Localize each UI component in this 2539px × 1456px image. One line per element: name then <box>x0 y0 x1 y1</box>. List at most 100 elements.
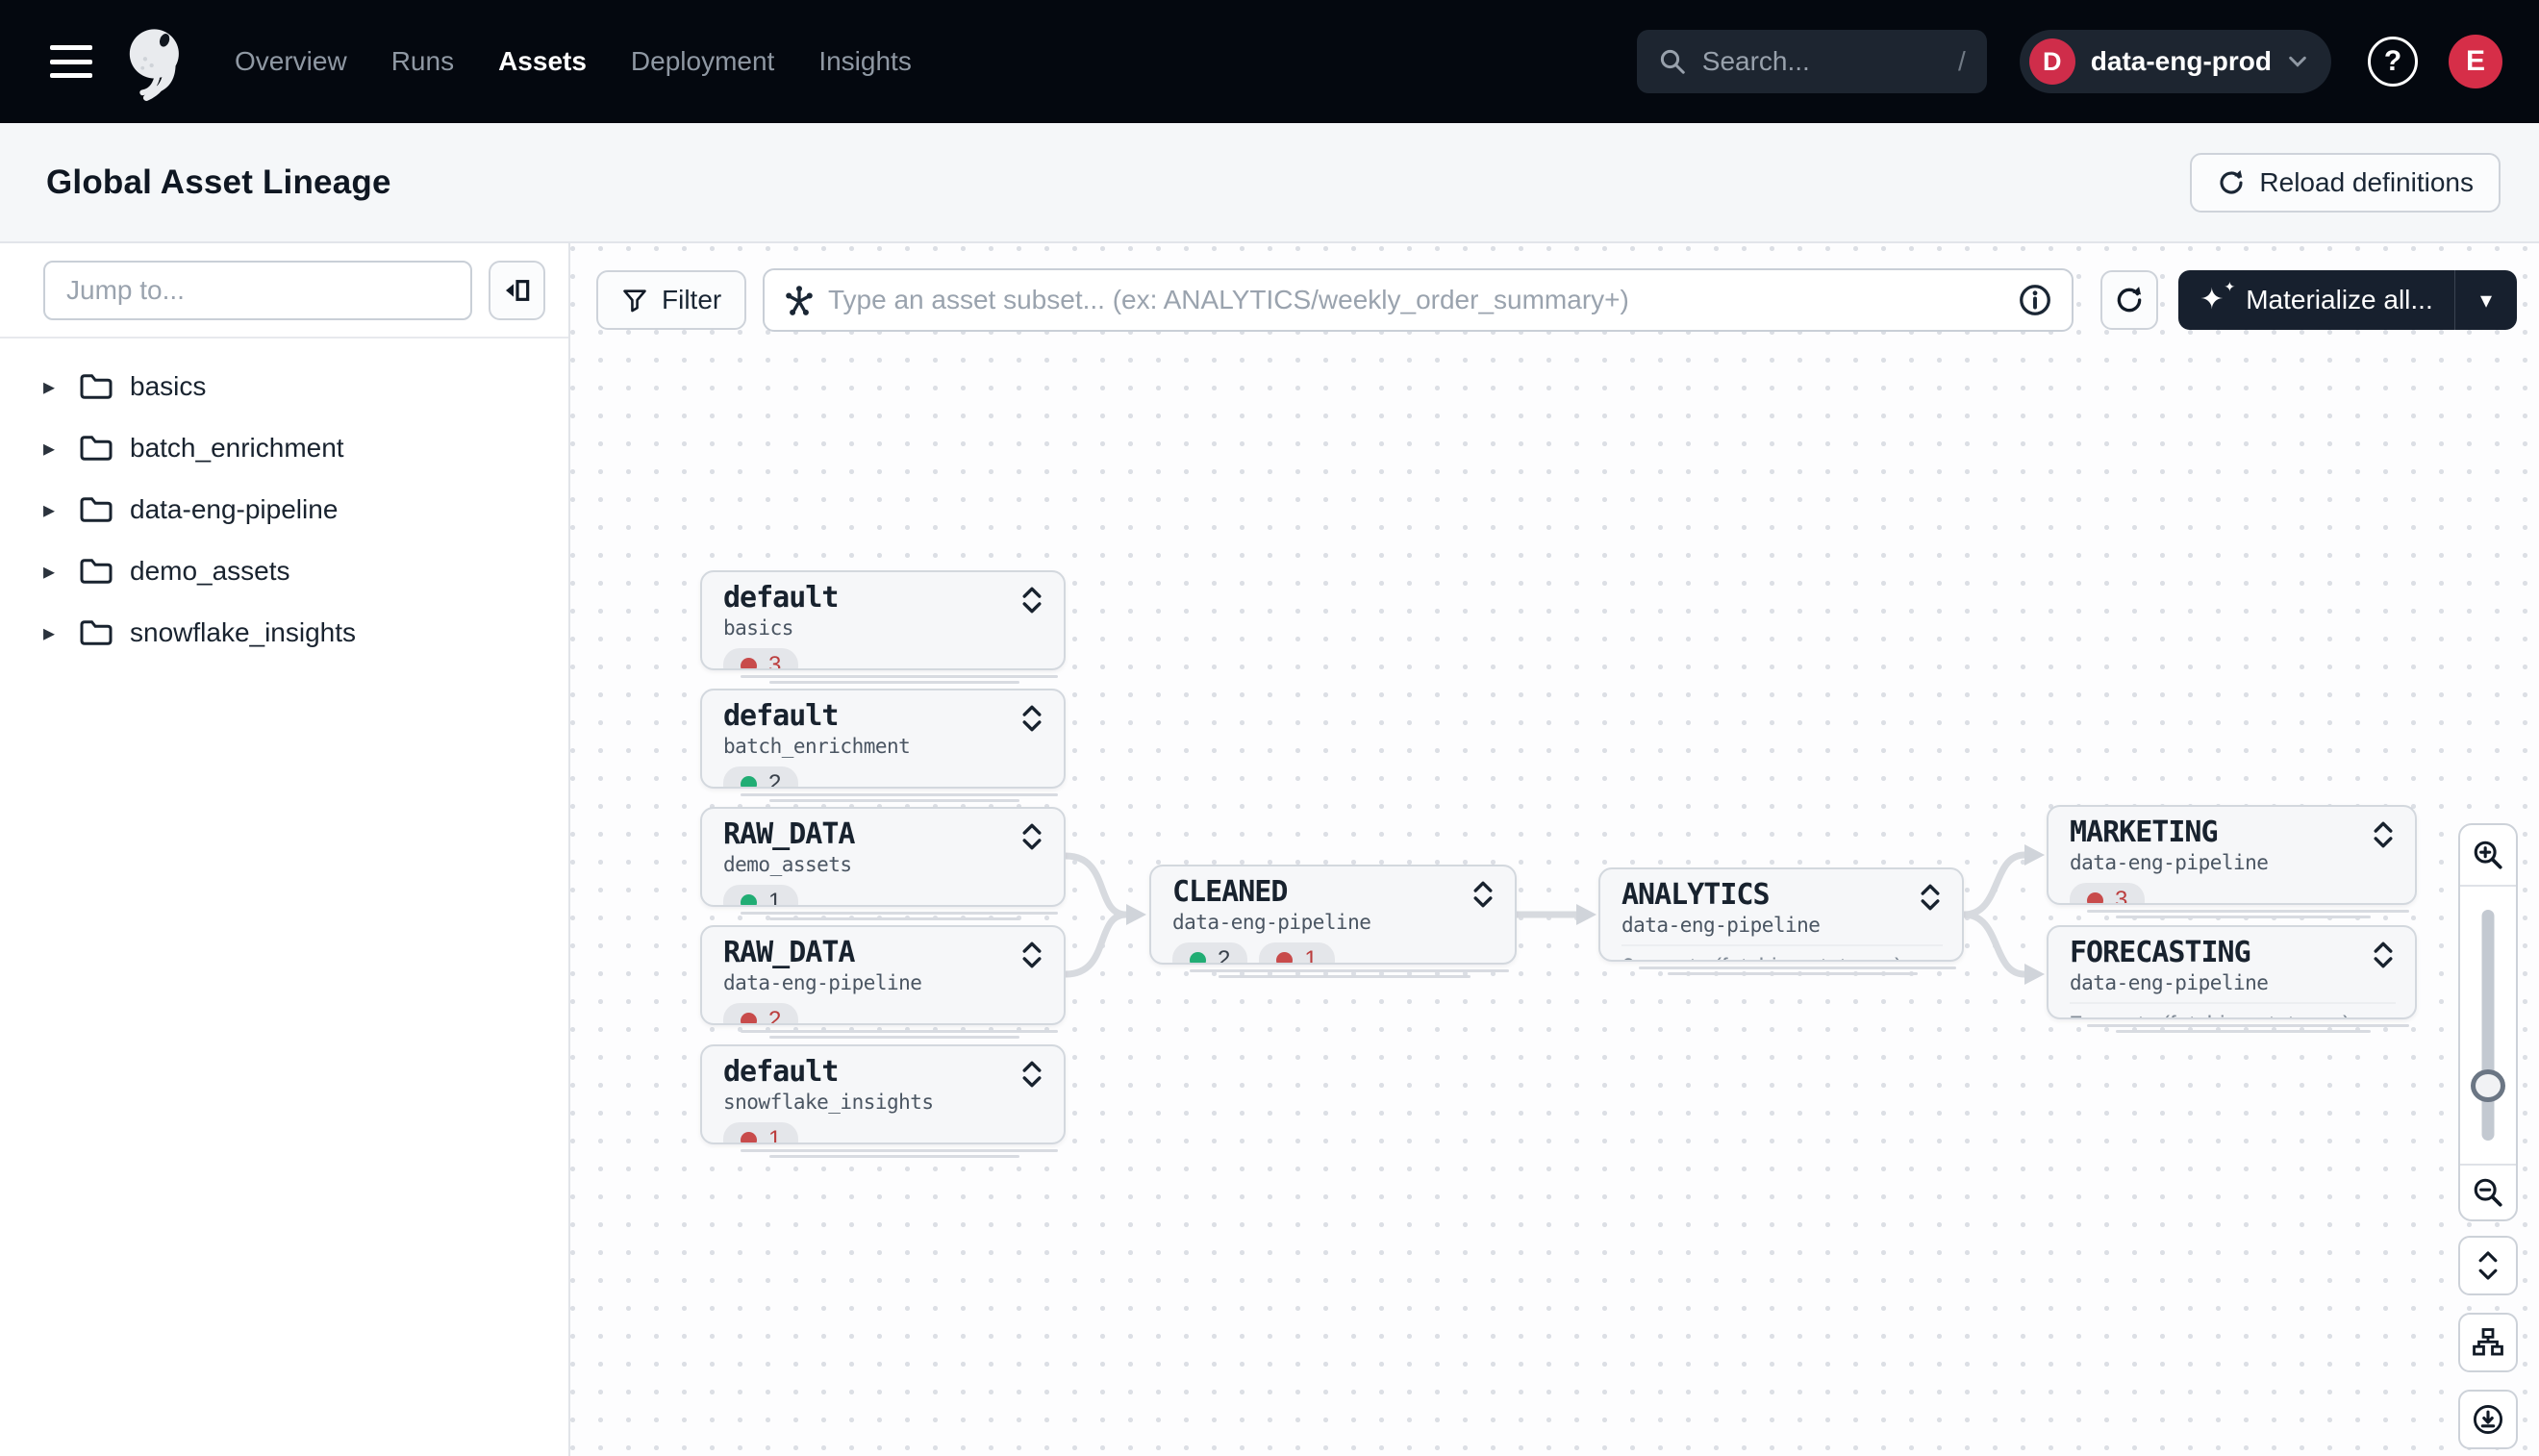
filter-button[interactable]: Filter <box>596 270 747 330</box>
folder-icon <box>80 436 113 461</box>
tree-caret-icon[interactable]: ▸ <box>43 435 56 462</box>
tree-folder-label: snowflake_insights <box>130 617 357 647</box>
expand-group-icon[interactable] <box>1019 702 1044 735</box>
sidebar-item-batch-enrichment[interactable]: ▸ batch_enrichment <box>0 417 568 479</box>
expand-group-icon[interactable] <box>1019 1058 1044 1091</box>
node-stack-line <box>769 1036 1019 1039</box>
refresh-icon <box>2220 169 2243 194</box>
tree-caret-icon[interactable]: ▸ <box>43 373 56 400</box>
error-dot-icon <box>741 1012 757 1023</box>
zoom-out-button[interactable] <box>2460 1164 2516 1219</box>
node-title: MARKETING <box>2070 816 2219 849</box>
workspace-name: data-eng-prod <box>2090 46 2272 76</box>
status-badge: 3 <box>2070 883 2146 903</box>
lineage-edges <box>1062 844 2045 985</box>
node-stack-line <box>1219 975 1471 978</box>
jump-to-input[interactable] <box>43 260 473 320</box>
node-stack-line <box>1668 972 1918 975</box>
asset-group-node-marketing[interactable]: MARKETING data-eng-pipeline 3 <box>2047 805 2417 918</box>
asset-subset-input[interactable] <box>763 268 2074 332</box>
expand-group-icon[interactable] <box>2371 818 2396 851</box>
materialize-options-caret[interactable]: ▾ <box>2479 287 2493 314</box>
nav-links: Overview Runs Assets Deployment Insights <box>235 46 912 77</box>
node-status-text: 6 assets (fetching statuses) <box>1621 944 1943 960</box>
asset-group-node-snowflake-insights[interactable]: default snowflake_insights 1 <box>700 1044 1066 1158</box>
node-subtitle: data-eng-pipeline <box>2070 851 2269 874</box>
status-badge: 1 <box>1259 942 1335 963</box>
sidebar-item-data-eng-pipeline[interactable]: ▸ data-eng-pipeline <box>0 479 568 540</box>
nav-link-deployment[interactable]: Deployment <box>630 46 775 76</box>
expand-group-icon[interactable] <box>1918 881 1943 914</box>
page-title: Global Asset Lineage <box>46 163 391 201</box>
asset-group-node-raw-data-demo[interactable]: RAW_DATA demo_assets 1 <box>700 807 1066 920</box>
sidebar-toolbar <box>0 243 568 339</box>
info-icon[interactable] <box>2018 283 2052 317</box>
asset-group-node-cleaned[interactable]: CLEANED data-eng-pipeline 2 1 <box>1149 865 1517 978</box>
reload-definitions-button[interactable]: Reload definitions <box>2190 152 2501 213</box>
node-title: RAW_DATA <box>723 936 855 969</box>
nav-link-assets[interactable]: Assets <box>498 46 587 76</box>
sidebar-item-demo-assets[interactable]: ▸ demo_assets <box>0 540 568 602</box>
node-stack-line <box>769 681 1019 684</box>
expand-group-icon[interactable] <box>1019 820 1044 853</box>
zoom-in-button[interactable] <box>2460 825 2516 887</box>
materialize-all-button[interactable]: ✦ ✦ Materialize all... ▾ <box>2178 270 2517 330</box>
search-input[interactable] <box>1701 46 1943 77</box>
help-icon[interactable]: ? <box>2368 37 2418 87</box>
expand-group-icon[interactable] <box>1019 584 1044 616</box>
button-divider <box>2454 270 2455 330</box>
status-badge: 1 <box>723 885 799 905</box>
refresh-graph-button[interactable] <box>2100 270 2158 330</box>
nav-link-insights[interactable]: Insights <box>818 46 912 76</box>
node-stack-line <box>769 799 1019 802</box>
tree-folder-label: data-eng-pipeline <box>130 494 339 524</box>
expand-group-icon[interactable] <box>2371 939 2396 971</box>
node-title: ANALYTICS <box>1621 878 1771 912</box>
node-subtitle: demo_assets <box>723 853 852 876</box>
download-image-button[interactable] <box>2458 1390 2518 1449</box>
node-subtitle: basics <box>723 616 793 640</box>
asset-group-node-forecasting[interactable]: FORECASTING data-eng-pipeline 7 assets (… <box>2047 925 2417 1033</box>
rearrange-layout-button[interactable] <box>2458 1313 2518 1372</box>
success-dot-icon <box>1190 951 1206 963</box>
materialize-all-main[interactable]: ✦ ✦ Materialize all... <box>2178 270 2454 330</box>
status-badge: 2 <box>723 1003 799 1023</box>
tree-folder-label: basics <box>130 371 207 401</box>
hamburger-menu-icon[interactable] <box>50 45 92 78</box>
asset-group-node-basics[interactable]: default basics 3 <box>700 570 1066 684</box>
zoom-slider-thumb[interactable] <box>2471 1069 2505 1102</box>
workspace-switcher[interactable]: D data-eng-prod <box>2019 30 2331 93</box>
nav-link-runs[interactable]: Runs <box>390 46 455 76</box>
global-search[interactable]: / <box>1636 30 1987 93</box>
expand-group-icon[interactable] <box>1019 939 1044 971</box>
node-subtitle: data-eng-pipeline <box>1621 914 1821 937</box>
folder-icon <box>80 620 113 645</box>
asset-group-node-raw-data-pipeline[interactable]: RAW_DATA data-eng-pipeline 2 <box>700 925 1066 1039</box>
node-stack-line <box>769 917 1019 920</box>
lineage-graph-canvas[interactable]: Filter ✦ <box>570 243 2539 1456</box>
collapse-panel-button[interactable] <box>489 260 545 320</box>
node-title: RAW_DATA <box>723 817 855 851</box>
status-badge: 1 <box>723 1122 799 1142</box>
tree-folder-label: demo_assets <box>130 556 290 586</box>
tree-caret-icon[interactable]: ▸ <box>43 496 56 523</box>
user-avatar[interactable]: E <box>2449 35 2502 88</box>
expand-group-icon[interactable] <box>1471 878 1496 911</box>
node-stack-line <box>741 793 1058 796</box>
asset-group-node-analytics[interactable]: ANALYTICS data-eng-pipeline 6 assets (fe… <box>1598 867 1964 975</box>
zoom-slider-track[interactable] <box>2481 910 2495 1141</box>
refresh-icon <box>2117 287 2142 313</box>
sidebar-item-snowflake-insights[interactable]: ▸ snowflake_insights <box>0 602 568 664</box>
download-icon <box>2473 1404 2503 1435</box>
tree-caret-icon[interactable]: ▸ <box>43 558 56 585</box>
tree-folder-label: batch_enrichment <box>130 433 344 463</box>
asset-group-node-batch-enrichment[interactable]: default batch_enrichment 2 <box>700 689 1066 802</box>
nav-link-overview[interactable]: Overview <box>235 46 347 76</box>
zoom-slider[interactable] <box>2460 887 2516 1164</box>
expand-collapse-all-button[interactable] <box>2458 1236 2518 1295</box>
sidebar-item-basics[interactable]: ▸ basics <box>0 356 568 417</box>
node-subtitle: snowflake_insights <box>723 1091 934 1114</box>
node-title: FORECASTING <box>2070 936 2251 969</box>
tree-caret-icon[interactable]: ▸ <box>43 619 56 646</box>
workspace-initial-badge: D <box>2028 38 2075 85</box>
